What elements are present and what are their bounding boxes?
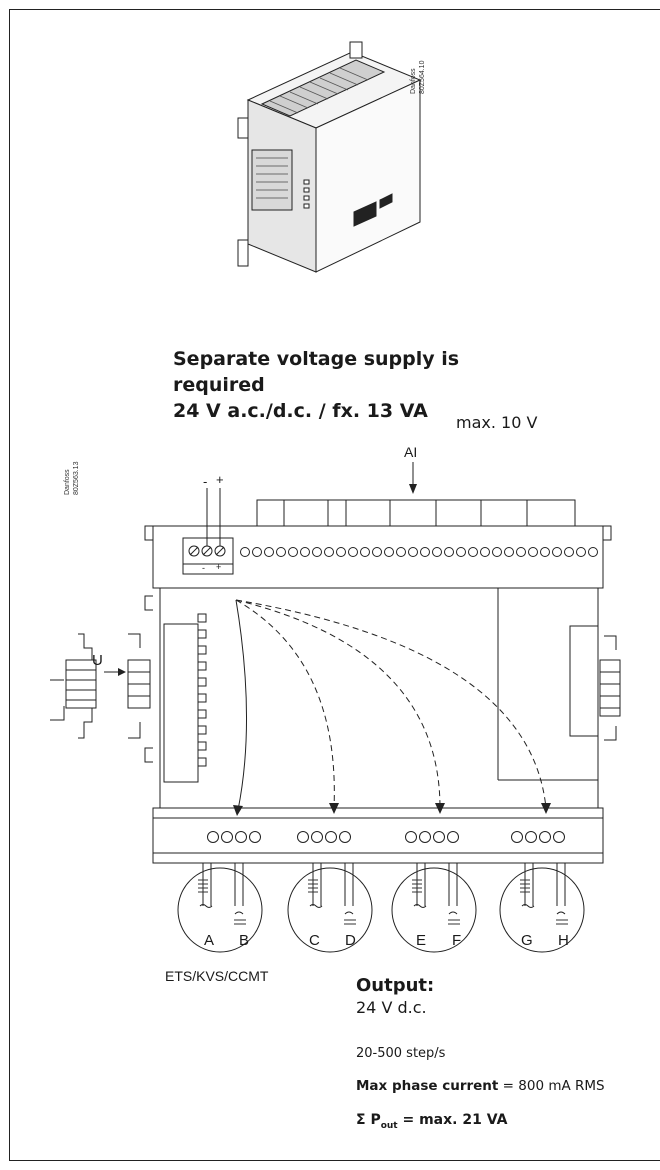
output-step-rate: 20-500 step/s bbox=[356, 1046, 446, 1061]
status-led-column bbox=[197, 613, 207, 767]
motor-label-b: B bbox=[239, 932, 250, 949]
product-code-label: 80Z564.10 bbox=[419, 61, 427, 94]
ai-screw-terminal-row bbox=[240, 547, 598, 557]
product-code-text: 80Z564.10 bbox=[419, 60, 426, 94]
diagram-code-text: 80Z563.13 bbox=[73, 461, 80, 495]
product-brand-label: Danfoss bbox=[410, 68, 418, 94]
din-rail-right bbox=[599, 635, 621, 741]
power-screw-terminals bbox=[188, 488, 226, 557]
stepper-motor-3 bbox=[391, 863, 477, 953]
u-label: U bbox=[92, 652, 103, 669]
controller-product-image bbox=[237, 41, 422, 273]
output-title: Output: bbox=[356, 975, 435, 996]
phase-current-label: Max phase current bbox=[356, 1078, 499, 1094]
product-brand-text: Danfoss bbox=[410, 68, 417, 94]
terminal-minus-label: - bbox=[202, 563, 205, 573]
motor-label-a: A bbox=[204, 932, 215, 949]
output-arrow-ab bbox=[233, 599, 248, 816]
power-sum-value: = max. 21 VA bbox=[397, 1112, 508, 1128]
output-power-sum: Σ Pout = max. 21 VA bbox=[356, 1112, 507, 1131]
valve-type-label: ETS/KVS/CCMT bbox=[165, 968, 269, 984]
motor-label-f: F bbox=[452, 932, 462, 949]
power-sum-subscript: out bbox=[380, 1120, 398, 1131]
power-sum-symbol: Σ P bbox=[356, 1112, 381, 1128]
power-minus-label: - bbox=[203, 474, 208, 489]
din-rail-left bbox=[50, 633, 151, 739]
stepper-motor-4 bbox=[499, 863, 585, 953]
supply-heading-2: required bbox=[173, 374, 265, 396]
ai-label: AI bbox=[404, 444, 418, 460]
output-phase-current: Max phase current = 800 mA RMS bbox=[356, 1078, 605, 1094]
diagram-code-label: 80Z563.13 bbox=[73, 462, 81, 495]
motor-label-h: H bbox=[558, 932, 569, 949]
output-voltage: 24 V d.c. bbox=[356, 998, 427, 1017]
ai-arrow bbox=[409, 462, 417, 494]
phase-current-value: = 800 mA RMS bbox=[498, 1078, 605, 1094]
controller-housing bbox=[144, 525, 612, 864]
output-screw-terminals bbox=[207, 831, 565, 843]
page-frame bbox=[9, 9, 660, 1161]
motor-label-c: C bbox=[309, 932, 320, 949]
terminal-plus-label: + bbox=[216, 562, 222, 572]
diagram-brand-text: Danfoss bbox=[64, 469, 71, 495]
motor-label-g: G bbox=[521, 932, 533, 949]
motor-label-e: E bbox=[416, 932, 427, 949]
stepper-motor-2 bbox=[287, 863, 373, 953]
ai-terminal-blocks bbox=[256, 499, 576, 527]
supply-voltage-rating: 24 V a.c./d.c. / fx. 13 VA bbox=[173, 400, 428, 422]
output-arrows-dashed bbox=[235, 599, 547, 809]
diagram-brand-label: Danfoss bbox=[64, 469, 72, 495]
mounting-arrow bbox=[104, 668, 126, 676]
motor-label-d: D bbox=[345, 932, 356, 949]
stepper-motor-1 bbox=[177, 863, 263, 953]
power-plus-label: + bbox=[216, 472, 224, 487]
supply-heading-1: Separate voltage supply is bbox=[173, 348, 460, 370]
ai-voltage-max: max. 10 V bbox=[456, 413, 538, 432]
